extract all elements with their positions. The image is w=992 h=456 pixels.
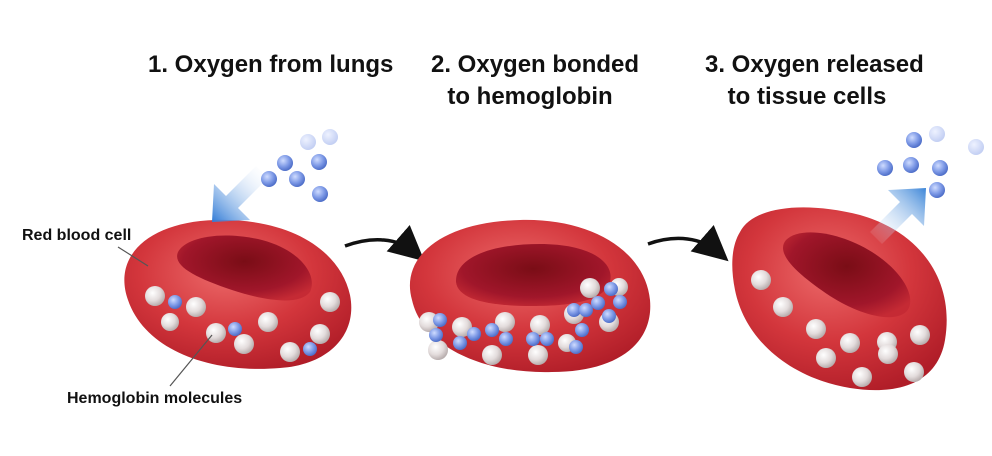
red-blood-cell-1 xyxy=(124,219,352,369)
oxygen-molecule xyxy=(929,126,945,142)
red-blood-cell-label: Red blood cell xyxy=(22,227,132,244)
oxygen-molecule xyxy=(567,303,581,317)
oxygen-molecule xyxy=(526,332,540,346)
hemoglobin-molecule xyxy=(310,324,330,344)
cell-1-hemoglobin-group xyxy=(145,286,340,362)
oxygen-outflow-arrow xyxy=(870,188,926,244)
step-1-title-line-1: 1. Oxygen from lungs xyxy=(148,51,394,78)
step-2-title: 2. Oxygen bonded to hemoglobin xyxy=(431,49,640,113)
oxygen-molecule xyxy=(228,322,242,336)
hemoglobin-molecule xyxy=(878,344,898,364)
oxygen-molecule xyxy=(312,186,328,202)
step-3-title: 3. Oxygen released to tissue cells xyxy=(705,49,924,113)
hemoglobin-molecule xyxy=(840,333,860,353)
hemoglobin-molecule xyxy=(452,317,472,337)
process-arrow-2 xyxy=(647,225,729,262)
hemoglobin-molecule xyxy=(528,345,548,365)
oxygen-molecule xyxy=(877,160,893,176)
cell-3-pit xyxy=(783,232,911,318)
hemoglobin-molecule xyxy=(482,345,502,365)
oxygen-molecule xyxy=(604,282,618,296)
red-blood-cell-2 xyxy=(409,219,651,373)
cell-2-pit xyxy=(455,244,611,306)
oxygen-molecule xyxy=(467,327,481,341)
oxygen-molecule xyxy=(311,154,327,170)
oxygen-molecule xyxy=(300,134,316,150)
hemoglobin-molecule xyxy=(806,319,826,339)
step-2-title-line-1: 2. Oxygen bonded xyxy=(431,51,640,78)
oxygen-molecule xyxy=(613,295,627,309)
red-blood-cell-callout-line xyxy=(117,246,149,267)
step-1-title: 1. Oxygen from lungs xyxy=(148,49,393,81)
oxygen-molecule xyxy=(932,160,948,176)
hemoglobin-molecule xyxy=(773,297,793,317)
hemoglobin-molecule xyxy=(816,348,836,368)
hemoglobin-molecule xyxy=(145,286,165,306)
oxygen-molecule xyxy=(602,309,616,323)
hemoglobin-callout-line xyxy=(169,334,213,387)
hemoglobin-molecule xyxy=(258,312,278,332)
oxygen-molecule xyxy=(929,182,945,198)
step-2-title-line-2: to hemoglobin xyxy=(447,83,613,110)
oxygen-molecule xyxy=(168,295,182,309)
step-3-title-line-2: to tissue cells xyxy=(727,83,887,110)
hemoglobin-molecule xyxy=(234,334,254,354)
oxygen-molecule xyxy=(968,139,984,155)
oxygen-molecule xyxy=(289,171,305,187)
oxygen-molecule xyxy=(575,323,589,337)
hemoglobin-molecule xyxy=(320,292,340,312)
oxygen-molecule xyxy=(903,157,919,173)
cell-3-hemoglobin-group xyxy=(751,270,930,387)
oxygen-molecule xyxy=(277,155,293,171)
cell-2-oxygen-group xyxy=(429,282,627,354)
oxygen-molecule xyxy=(429,328,443,342)
incoming-oxygen-group xyxy=(261,129,338,202)
hemoglobin-molecule xyxy=(904,362,924,382)
oxygen-molecule xyxy=(261,171,277,187)
hemoglobin-molecule xyxy=(852,367,872,387)
oxygen-molecule xyxy=(499,332,513,346)
oxygen-molecule xyxy=(579,303,593,317)
hemoglobin-molecules-label: Hemoglobin molecules xyxy=(67,390,243,407)
hemoglobin-molecule xyxy=(280,342,300,362)
released-oxygen-group xyxy=(877,126,984,198)
hemoglobin-molecule xyxy=(495,312,515,332)
red-blood-cell-3 xyxy=(732,207,947,391)
oxygen-molecule xyxy=(433,313,447,327)
oxygen-inflow-arrow xyxy=(212,166,268,222)
hemoglobin-molecule xyxy=(161,313,179,331)
hemoglobin-molecule xyxy=(530,315,550,335)
hemoglobin-molecule xyxy=(580,278,600,298)
step-3-title-line-1: 3. Oxygen released xyxy=(705,51,924,78)
hemoglobin-molecule xyxy=(910,325,930,345)
cell-1-oxygen-group xyxy=(168,295,317,356)
oxygen-molecule xyxy=(453,336,467,350)
process-arrow-1 xyxy=(344,225,425,262)
oxygen-molecule xyxy=(569,340,583,354)
oxygen-molecule xyxy=(540,332,554,346)
hemoglobin-molecule xyxy=(751,270,771,290)
oxygen-molecule xyxy=(303,342,317,356)
hemoglobin-molecule xyxy=(428,340,448,360)
hemoglobin-molecule xyxy=(206,323,226,343)
oxygen-molecule xyxy=(485,323,499,337)
oxygen-molecule xyxy=(591,296,605,310)
oxygen-molecule xyxy=(322,129,338,145)
oxygen-molecule xyxy=(906,132,922,148)
hemoglobin-molecule xyxy=(186,297,206,317)
cell-1-pit xyxy=(177,235,312,301)
